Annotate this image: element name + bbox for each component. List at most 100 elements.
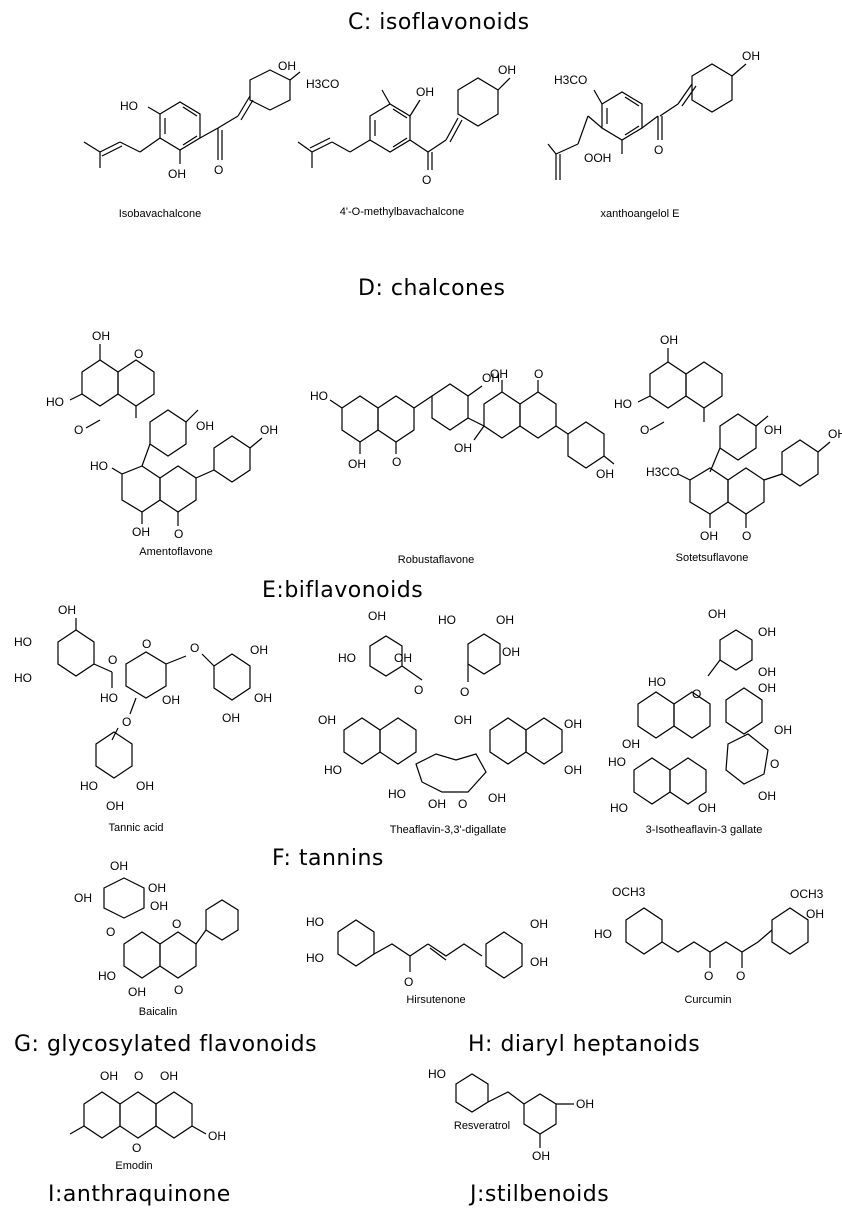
svg-text:OH: OH (622, 737, 640, 751)
svg-text:HO: HO (338, 651, 356, 665)
svg-text:OH: OH (222, 711, 240, 725)
svg-text:O: O (108, 653, 117, 667)
svg-text:OH: OH (758, 789, 776, 803)
svg-text:OH: OH (74, 891, 92, 905)
structure-amentoflavone: OH HO O O OH HO OH O OH (46, 329, 278, 541)
svg-text:OH: OH (250, 643, 268, 657)
svg-text:O: O (742, 529, 751, 543)
svg-text:HO: HO (120, 99, 138, 113)
svg-text:OH: OH (150, 899, 168, 913)
section-title-biflavonoids: E:biflavonoids (262, 578, 424, 603)
svg-text:HO: HO (428, 1067, 446, 1081)
svg-text:OH: OH (148, 881, 166, 895)
structure-xanthoangelol-e: H3CO OOH O OH (547, 49, 760, 180)
caption-resveratrol: Resveratrol (453, 1120, 511, 1132)
svg-text:OH: OH (368, 609, 386, 623)
svg-text:OH: OH (564, 717, 582, 731)
svg-text:O: O (736, 969, 745, 983)
svg-text:OH: OH (128, 985, 146, 999)
svg-text:OH: OH (700, 529, 718, 543)
svg-text:O: O (174, 983, 183, 997)
svg-text:OH: OH (106, 799, 124, 813)
svg-text:OH: OH (488, 791, 506, 805)
svg-text:HO: HO (648, 675, 666, 689)
svg-text:OH: OH (132, 525, 150, 539)
svg-text:H3CO: H3CO (646, 465, 679, 479)
svg-text:O: O (134, 1069, 143, 1083)
svg-text:O: O (692, 687, 701, 701)
caption-isotheaflavin-gallate: 3-Isotheaflavin-3 gallate (645, 824, 763, 836)
svg-text:O: O (174, 527, 183, 541)
section-title-chalcones: D: chalcones (358, 276, 506, 301)
svg-text:OH: OH (428, 797, 446, 811)
svg-text:OH: OH (196, 419, 214, 433)
caption-xanthoangelol-e: xanthoangelol E (600, 208, 680, 220)
svg-text:O: O (654, 143, 663, 157)
svg-text:HO: HO (324, 763, 342, 777)
svg-text:O: O (190, 641, 199, 655)
svg-text:OH: OH (596, 467, 614, 481)
svg-text:O: O (404, 975, 413, 989)
svg-text:HO: HO (306, 915, 324, 929)
svg-text:O: O (458, 797, 467, 811)
svg-text:OH: OH (348, 457, 366, 471)
caption-sotetsuflavone: Sotetsuflavone (675, 552, 749, 564)
svg-text:O: O (74, 423, 83, 437)
svg-text:HO: HO (98, 969, 116, 983)
svg-text:OH: OH (92, 329, 110, 343)
svg-text:HO: HO (14, 635, 32, 649)
svg-text:OH: OH (806, 907, 824, 921)
section-title-stilbenoids: J:stilbenoids (470, 1182, 610, 1207)
svg-text:OH: OH (502, 645, 520, 659)
svg-text:HO: HO (608, 755, 626, 769)
svg-text:O: O (704, 969, 713, 983)
section-title-anthraquinone: I:anthraquinone (48, 1182, 231, 1207)
svg-text:O: O (122, 715, 131, 729)
svg-text:OH: OH (100, 1069, 118, 1083)
svg-text:OH: OH (58, 603, 76, 617)
svg-text:OH: OH (490, 367, 508, 381)
svg-text:OH: OH (160, 1069, 178, 1083)
svg-text:HO: HO (438, 613, 456, 627)
structure-sotetsuflavone: OH HO O OH H3CO OH O OH (614, 333, 842, 543)
svg-text:O: O (392, 455, 401, 469)
svg-text:O: O (142, 637, 151, 651)
svg-text:OH: OH (162, 693, 180, 707)
structure-resveratrol: HO OH OH (428, 1067, 594, 1163)
svg-text:OH: OH (318, 713, 336, 727)
section-title-isoflavonoids: C: isoflavonoids (348, 10, 530, 35)
caption-hirsutenone: Hirsutenone (406, 994, 466, 1006)
svg-text:OH: OH (110, 859, 128, 873)
svg-text:HO: HO (90, 459, 108, 473)
svg-text:OH: OH (660, 333, 678, 347)
section-title-glycosylated-flavonoids: G: glycosylated flavonoids (14, 1032, 318, 1057)
svg-text:OH: OH (698, 801, 716, 815)
svg-text:OH: OH (530, 917, 548, 931)
caption-emodin: Emodin (115, 1160, 153, 1172)
caption-tannic-acid: Tannic acid (108, 822, 164, 834)
svg-text:HO: HO (388, 787, 406, 801)
structure-methylbavachalcone: H3CO OH O OH (297, 63, 516, 187)
svg-text:HO: HO (614, 397, 632, 411)
caption-curcumin: Curcumin (684, 994, 732, 1006)
svg-text:HO: HO (46, 395, 64, 409)
svg-text:HO: HO (610, 801, 628, 815)
svg-text:HO: HO (100, 691, 118, 705)
svg-text:OH: OH (774, 723, 792, 737)
section-title-diaryl-heptanoids: H: diaryl heptanoids (468, 1032, 701, 1057)
svg-text:OH: OH (278, 59, 296, 73)
section-title-tannins: F: tannins (272, 846, 384, 871)
svg-text:H3CO: H3CO (306, 77, 339, 91)
svg-text:OH: OH (254, 691, 272, 705)
svg-text:OH: OH (496, 613, 514, 627)
svg-text:OCH3: OCH3 (790, 887, 824, 901)
svg-text:HO: HO (594, 927, 612, 941)
svg-text:O: O (214, 163, 223, 177)
svg-text:O: O (132, 1141, 141, 1155)
